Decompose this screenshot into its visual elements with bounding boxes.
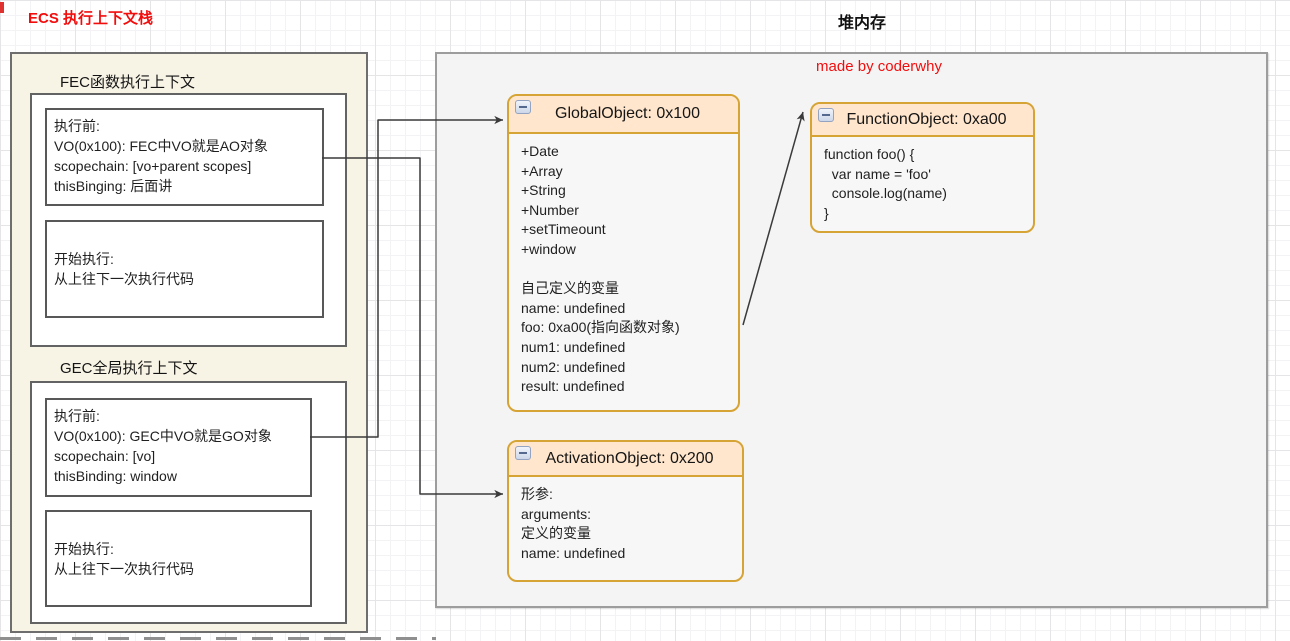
activation-object-title: ActivationObject: 0x200 bbox=[545, 449, 714, 467]
fec-context-label: FEC函数执行上下文 bbox=[60, 74, 196, 91]
text-line: 执行前: bbox=[54, 118, 100, 134]
heap-memory-container: made by coderwhy GlobalObject: 0x100 +Da… bbox=[435, 52, 1268, 608]
heap-memory-title: 堆内存 bbox=[838, 15, 887, 32]
activation-object-body: 形参: arguments: 定义的变量 name: undefined bbox=[509, 477, 742, 571]
text-line: num2: undefined bbox=[521, 358, 626, 375]
global-object-title: GlobalObject: 0x100 bbox=[555, 105, 700, 122]
global-object-body: +Date +Array +String +Number +setTimeount +wi… bbox=[509, 134, 738, 405]
text-line: 从上往下一次执行代码 bbox=[54, 560, 194, 577]
text-line: thisBinding: window bbox=[54, 468, 177, 484]
text-line: arguments: bbox=[521, 505, 592, 522]
global-object-box: GlobalObject: 0x100 +Date +Array +String +N… bbox=[507, 94, 740, 412]
text-line: var name = 'foo' bbox=[824, 165, 931, 182]
minus-glyph bbox=[519, 452, 527, 454]
collapse-minus-icon[interactable] bbox=[515, 446, 531, 460]
text-line: num1: undefined bbox=[521, 338, 626, 355]
text-line: scopechain: [vo+parent scopes] bbox=[54, 158, 252, 174]
text-line: name: undefined bbox=[521, 299, 626, 316]
gec-context-box: 执行前: VO(0x100): GEC中VO就是GO对象 scopechain: [… bbox=[30, 381, 347, 624]
gec-context-label: GEC全局执行上下文 bbox=[60, 360, 198, 377]
fec-before-execution-box: 执行前: VO(0x100): FEC中VO就是AO对象 scopechain: [… bbox=[45, 108, 324, 206]
text-line: 自己定义的变量 bbox=[521, 280, 619, 297]
red-edge-mark bbox=[0, 2, 4, 13]
fec-start-execution-box: 开始执行: 从上往下一次执行代码 bbox=[45, 220, 324, 318]
text-line: 形参: bbox=[521, 486, 553, 502]
text-line: foo: 0xa00(指向函数对象) bbox=[521, 319, 680, 336]
collapse-minus-icon[interactable] bbox=[515, 100, 531, 114]
activation-object-header: ActivationObject: 0x200 bbox=[509, 442, 742, 477]
text-line: +Date bbox=[521, 143, 559, 159]
text-line: 开始执行: bbox=[54, 251, 114, 267]
text-line: VO(0x100): GEC中VO就是GO对象 bbox=[54, 428, 272, 444]
minus-glyph bbox=[519, 106, 527, 108]
text-line bbox=[521, 260, 726, 280]
text-line: } bbox=[824, 204, 829, 221]
text-line: +String bbox=[521, 182, 566, 199]
text-line: result: undefined bbox=[521, 378, 625, 395]
text-line: +window bbox=[521, 240, 576, 257]
fec-context-box: 执行前: VO(0x100): FEC中VO就是AO对象 scopechain: [… bbox=[30, 93, 347, 347]
text-line: +Number bbox=[521, 201, 579, 218]
text-line: name: undefined bbox=[521, 544, 626, 561]
text-line: 定义的变量 bbox=[521, 525, 591, 542]
function-object-title: FunctionObject: 0xa00 bbox=[846, 110, 1007, 128]
collapse-minus-icon[interactable] bbox=[818, 108, 834, 122]
minus-glyph bbox=[822, 114, 830, 116]
global-object-header: GlobalObject: 0x100 bbox=[509, 96, 738, 134]
ecs-stack-title: ECS 执行上下文栈 bbox=[28, 10, 154, 27]
watermark-text: made by coderwhy bbox=[816, 58, 942, 75]
text-line: scopechain: [vo] bbox=[54, 448, 156, 464]
activation-object-box: ActivationObject: 0x200 形参: arguments: 定义的… bbox=[507, 440, 744, 582]
function-object-body: function foo() { var name = 'foo' consol… bbox=[812, 137, 1033, 231]
text-line: 从上往下一次执行代码 bbox=[54, 271, 194, 287]
text-line: 开始执行: bbox=[54, 540, 114, 557]
function-object-header: FunctionObject: 0xa00 bbox=[812, 104, 1033, 137]
gec-before-execution-box: 执行前: VO(0x100): GEC中VO就是GO对象 scopechain: [… bbox=[45, 398, 312, 497]
bottom-edge-dashes bbox=[0, 637, 436, 640]
text-line: function foo() { bbox=[824, 146, 915, 162]
text-line: +Array bbox=[521, 162, 563, 179]
text-line: VO(0x100): FEC中VO就是AO对象 bbox=[54, 138, 268, 154]
text-line: 执行前: bbox=[54, 408, 100, 424]
ecs-stack-container: FEC函数执行上下文 执行前: VO(0x100): FEC中VO就是AO对象 sc… bbox=[10, 52, 368, 633]
text-line: +setTimeount bbox=[521, 221, 606, 238]
gec-start-execution-box: 开始执行: 从上往下一次执行代码 bbox=[45, 510, 312, 607]
text-line: console.log(name) bbox=[824, 185, 947, 202]
function-object-box: FunctionObject: 0xa00 function foo() { v… bbox=[810, 102, 1035, 233]
text-line: thisBinging: 后面讲 bbox=[54, 178, 173, 194]
